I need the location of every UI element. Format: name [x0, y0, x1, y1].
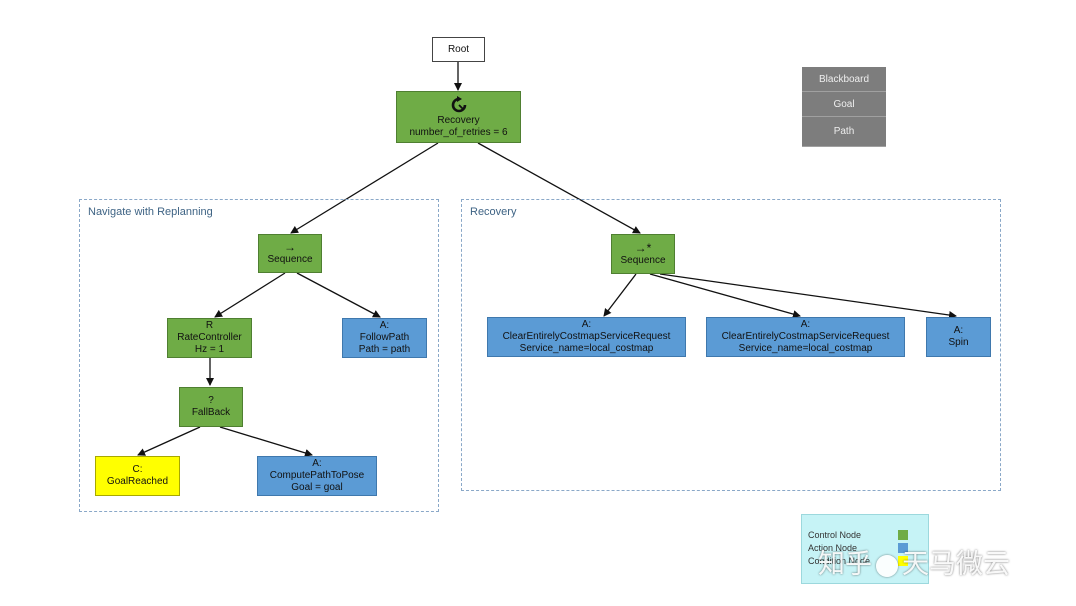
computepath-node: A: ComputePathToPose Goal = goal: [257, 456, 377, 496]
legend-action-swatch: [898, 543, 908, 553]
clear2-prefix: A:: [800, 319, 811, 330]
spin-node: A: Spin: [926, 317, 991, 357]
group-title-left: Navigate with Replanning: [88, 206, 213, 218]
computepath-prefix: A:: [312, 458, 322, 469]
watermark-left: 知乎: [818, 549, 872, 580]
group-title-right: Recovery: [470, 206, 517, 218]
clear2-param: Service_name=local_costmap: [738, 343, 873, 354]
followpath-prefix: A:: [379, 320, 390, 331]
blackboard-item-path: Path: [802, 117, 886, 147]
right-sequence-label: Sequence: [620, 254, 666, 266]
ratecontroller-label: RateController: [177, 332, 242, 343]
computepath-param: Goal = goal: [291, 482, 343, 493]
ratecontroller-param: Hz = 1: [194, 344, 225, 355]
watermark-logo-icon: [876, 554, 898, 577]
sequence-arrow-icon: →: [284, 240, 296, 254]
followpath-param: Path = path: [358, 344, 411, 355]
legend: Control Node Action Node Condition Node: [801, 514, 929, 584]
followpath-label: FollowPath: [359, 332, 410, 343]
watermark: 知乎天马微云: [818, 542, 1010, 581]
goalreached-label: GoalReached: [106, 476, 169, 487]
clear1-label: ClearEntirelyCostmapServiceRequest: [502, 331, 671, 342]
blackboard-item-goal: Goal: [802, 92, 886, 117]
computepath-label: ComputePathToPose: [269, 470, 365, 481]
recovery-arrow-icon: [451, 95, 466, 112]
ratecontroller-glyph: R: [205, 320, 214, 331]
reactive-sequence-arrow-icon: →*: [634, 240, 652, 255]
root-label: Root: [447, 43, 470, 55]
clear1-param: Service_name=local_costmap: [519, 343, 654, 354]
legend-action-label: Action Node: [808, 543, 858, 553]
goalreached-node: C: GoalReached: [95, 456, 180, 496]
spin-prefix: A:: [953, 325, 964, 336]
recovery-node: Recovery number_of_retries = 6: [396, 91, 521, 143]
fallback-node: ? FallBack: [179, 387, 243, 427]
legend-control-swatch: [898, 530, 908, 540]
watermark-right: 天马微云: [902, 549, 1010, 580]
root-node: Root: [432, 37, 485, 62]
blackboard-title: Blackboard: [802, 67, 886, 92]
legend-control-label: Control Node: [808, 530, 862, 540]
clear-costmap-node-2: A: ClearEntirelyCostmapServiceRequest Se…: [706, 317, 905, 357]
legend-condition-label: Condition Node: [808, 556, 871, 566]
left-sequence-label: Sequence: [267, 254, 313, 265]
legend-condition-swatch: [898, 556, 908, 566]
spin-label: Spin: [948, 337, 969, 348]
recovery-label: Recovery: [437, 114, 480, 126]
clear1-prefix: A:: [581, 319, 592, 330]
group-navigate-with-replanning: Navigate with Replanning: [79, 199, 439, 512]
left-sequence-node: → Sequence: [258, 234, 322, 273]
goalreached-prefix: C:: [132, 464, 143, 475]
fallback-label: FallBack: [191, 407, 231, 418]
fallback-glyph: ?: [208, 395, 214, 406]
clear-costmap-node-1: A: ClearEntirelyCostmapServiceRequest Se…: [487, 317, 686, 357]
group-recovery: Recovery: [461, 199, 1001, 491]
followpath-node: A: FollowPath Path = path: [342, 318, 427, 358]
recovery-param: number_of_retries = 6: [409, 126, 508, 138]
ratecontroller-node: R RateController Hz = 1: [167, 318, 252, 358]
right-sequence-node: →* Sequence: [611, 234, 675, 274]
clear2-label: ClearEntirelyCostmapServiceRequest: [721, 331, 890, 342]
